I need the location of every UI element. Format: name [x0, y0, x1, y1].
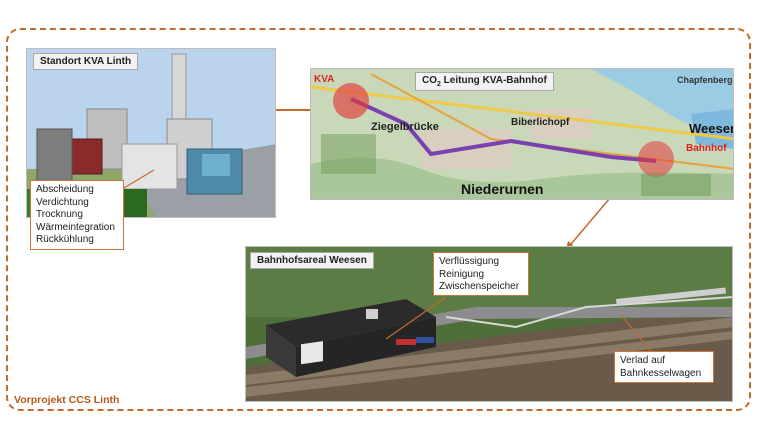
loading-line: Verlad auf — [620, 355, 666, 366]
map-label-weesen: Weesen — [689, 121, 734, 136]
map-title-rest: Leitung KVA-Bahnhof — [440, 75, 547, 86]
co2-route-line — [350, 97, 657, 163]
station-panel: Bahnhofsareal Weesen Verflüssigung Reini… — [245, 246, 733, 402]
route-map — [311, 69, 733, 199]
map-label-bahnhof: Bahnhof — [686, 143, 727, 154]
process-item: Abscheidung — [36, 184, 94, 195]
process-item: Rückkühlung — [36, 234, 94, 245]
station-panel-title: Bahnhofsareal Weesen — [250, 252, 374, 269]
process-item: Verdichtung — [36, 196, 89, 208]
site-panel-title: Standort KVA Linth — [33, 53, 139, 70]
map-label-kva: KVA — [314, 74, 335, 85]
site-process-callout-outer: Abscheidung Verdichtung Trocknung Wärmei… — [30, 180, 124, 250]
map-label-ziegelbrucke: Ziegelbrücke — [371, 121, 439, 133]
kva-marker — [333, 83, 369, 119]
map-title-co: CO — [422, 75, 437, 86]
map-title-sub: 2 — [437, 81, 441, 88]
map-panel: KVA Ziegelbrücke Biberlichopf Niederurne… — [310, 68, 734, 200]
map-label-chapfenberg: Chapfenberg — [677, 75, 733, 85]
map-label-biberlichopf: Biberlichopf — [511, 117, 570, 128]
loading-callout: Verlad auf Bahnkesselwagen — [614, 351, 714, 383]
map-panel-title: CO2 Leitung KVA-Bahnhof — [415, 72, 554, 91]
station-process-item: Reinigung — [439, 268, 485, 280]
loading-line: Bahnkesselwagen — [620, 367, 702, 379]
station-process-item: Verflüssigung — [439, 256, 500, 267]
map-label-niederurnen: Niederurnen — [461, 181, 544, 197]
station-pointers — [385, 296, 652, 352]
process-item: Trocknung — [36, 209, 83, 220]
project-frame — [6, 28, 751, 411]
project-label: Vorprojekt CCS Linth — [14, 394, 120, 406]
bahnhof-marker — [638, 141, 674, 177]
station-process-item: Zwischenspeicher — [439, 281, 520, 292]
process-item: Wärmeintegration — [36, 221, 115, 233]
station-process-callout: Verflüssigung Reinigung Zwischenspeicher — [433, 252, 529, 296]
